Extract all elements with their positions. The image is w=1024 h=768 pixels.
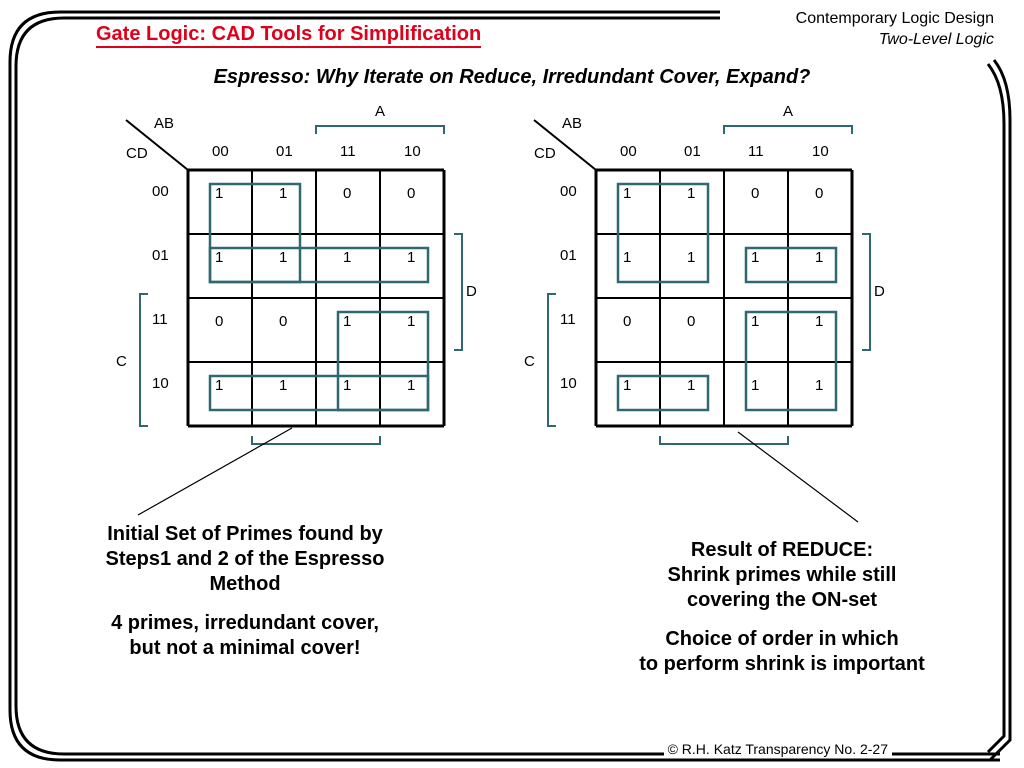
cell-value: 1: [343, 377, 351, 394]
cell-value: 1: [279, 377, 287, 394]
prime-implicant-box: [208, 374, 430, 412]
left-caption-line: but not a minimal cover!: [129, 637, 361, 659]
column-header: 00: [212, 143, 229, 160]
cell-value: 1: [407, 249, 415, 266]
cell-value: 0: [623, 313, 631, 330]
ab-label: AB: [562, 115, 582, 132]
course-name: Contemporary Logic Design: [795, 10, 994, 27]
right-caption-line: to perform shrink is important: [639, 653, 925, 675]
left-caption: Initial Set of Primes found by Steps1 an…: [40, 522, 450, 661]
prime-implicant-box: [616, 182, 710, 284]
left-caption-line: Method: [209, 573, 281, 595]
cell-value: 1: [215, 185, 223, 202]
cell-value: 1: [343, 313, 351, 330]
cell-value: 0: [815, 185, 823, 202]
chapter-name: Two-Level Logic: [878, 31, 994, 48]
var-a-label: A: [783, 103, 793, 120]
column-header: 00: [620, 143, 637, 160]
row-header: 00: [560, 183, 577, 200]
cell-value: 1: [623, 249, 631, 266]
right-caption-line: Choice of order in which: [665, 628, 899, 650]
cell-value: 1: [815, 377, 823, 394]
cell-value: 1: [687, 185, 695, 202]
footer-text: © R.H. Katz Transparency No. 2-27: [663, 741, 892, 757]
prime-implicant-box: [744, 310, 838, 412]
left-callout-line: [137, 427, 293, 516]
bracket-d: [454, 233, 463, 351]
var-d-label: D: [466, 283, 477, 300]
corner-diagonal: [533, 119, 597, 171]
bracket-c: [139, 293, 148, 427]
cell-value: 0: [279, 313, 287, 330]
ab-label: AB: [154, 115, 174, 132]
var-d-label: D: [874, 283, 885, 300]
row-header: 11: [560, 311, 576, 328]
prime-implicant-box: [744, 246, 838, 284]
slide-subtitle: Espresso: Why Iterate on Reduce, Irredun…: [213, 66, 811, 88]
cell-value: 1: [751, 377, 759, 394]
cell-value: 1: [215, 249, 223, 266]
row-header: 11: [152, 311, 168, 328]
cell-value: 1: [215, 377, 223, 394]
left-caption-line: Initial Set of Primes found by: [107, 523, 383, 545]
prime-implicant-box: [616, 374, 710, 412]
left-caption-line: Steps1 and 2 of the Espresso: [105, 548, 385, 570]
cell-value: 1: [815, 249, 823, 266]
bracket-d: [862, 233, 871, 351]
var-c-label: C: [524, 353, 535, 370]
row-header: 10: [152, 375, 169, 392]
right-caption-line: covering the ON-set: [686, 589, 878, 611]
cell-value: 0: [751, 185, 759, 202]
cd-label: CD: [534, 145, 556, 162]
kmap-left: ABCD00011110000111101100111100111111ABCD: [116, 103, 477, 445]
cell-value: 0: [407, 185, 415, 202]
prime-implicant-box: [208, 246, 430, 284]
row-header: 10: [560, 375, 577, 392]
cd-label: CD: [126, 145, 148, 162]
left-caption-line: 4 primes, irredundant cover,: [111, 612, 379, 634]
var-a-label: A: [375, 103, 385, 120]
cell-value: 1: [279, 185, 287, 202]
cell-value: 0: [215, 313, 223, 330]
cell-value: 1: [623, 185, 631, 202]
bracket-a: [315, 125, 445, 134]
bracket-c: [547, 293, 556, 427]
cell-value: 1: [343, 249, 351, 266]
slide-title: Gate Logic: CAD Tools for Simplification: [96, 22, 482, 48]
row-header: 00: [152, 183, 169, 200]
right-caption-line: Result of REDUCE:: [690, 539, 874, 561]
row-header: 01: [560, 247, 577, 264]
column-header: 11: [748, 143, 764, 160]
row-header: 01: [152, 247, 169, 264]
cell-value: 1: [687, 249, 695, 266]
bracket-a: [723, 125, 853, 134]
column-header: 01: [276, 143, 293, 160]
cell-value: 1: [687, 377, 695, 394]
right-callout-line: [737, 431, 859, 523]
cell-value: 0: [687, 313, 695, 330]
cell-value: 1: [751, 249, 759, 266]
cell-value: 1: [407, 377, 415, 394]
right-caption-line: Shrink primes while still: [667, 564, 897, 586]
bracket-b: [251, 436, 381, 445]
column-header: 11: [340, 143, 356, 160]
cell-value: 0: [343, 185, 351, 202]
right-caption: Result of REDUCE: Shrink primes while st…: [570, 538, 994, 677]
column-header: 10: [404, 143, 421, 160]
var-c-label: C: [116, 353, 127, 370]
left-caption-gap: [40, 597, 450, 611]
bracket-b: [659, 436, 789, 445]
column-header: 01: [684, 143, 701, 160]
corner-diagonal: [125, 119, 189, 171]
cell-value: 1: [407, 313, 415, 330]
cell-value: 1: [279, 249, 287, 266]
cell-value: 1: [815, 313, 823, 330]
cell-value: 1: [623, 377, 631, 394]
right-caption-gap: [570, 613, 994, 627]
cell-value: 1: [751, 313, 759, 330]
column-header: 10: [812, 143, 829, 160]
kmap-right: ABCD00011110000111101100111100111111ABCD: [524, 103, 885, 445]
